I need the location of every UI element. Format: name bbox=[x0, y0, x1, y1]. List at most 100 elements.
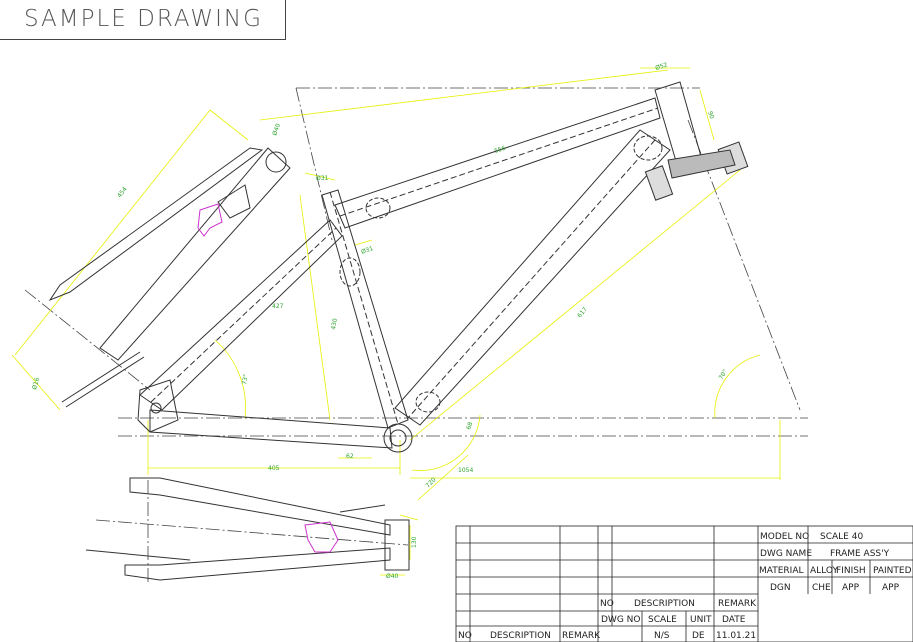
dim-seat-tube bbox=[299, 194, 331, 421]
rear-bridge bbox=[339, 504, 386, 513]
title-block: MODEL NO SCALE 40 DWG NAME FRAME ASS'Y M… bbox=[458, 532, 912, 641]
dwg-no-label: DWG NO bbox=[601, 615, 640, 625]
label-head-angle: 70° bbox=[718, 368, 729, 381]
label-down-tube-len: 617 bbox=[576, 306, 589, 319]
frame-outline bbox=[137, 81, 749, 453]
seat-tube bbox=[321, 189, 409, 429]
label-head-tube-len: 90 bbox=[706, 110, 715, 120]
seat-stay-inner bbox=[150, 227, 337, 403]
finish-value: PAINTED bbox=[873, 566, 912, 576]
dim-stay-end bbox=[11, 354, 61, 411]
bb-arc bbox=[411, 414, 481, 471]
scale-label: SCALE bbox=[648, 615, 677, 625]
dwg-name-value: FRAME ASS'Y bbox=[830, 549, 890, 559]
title-block-grid bbox=[455, 525, 913, 642]
unit-value: DE bbox=[692, 631, 705, 641]
dropout-axle bbox=[150, 402, 162, 414]
top-tube bbox=[334, 97, 661, 229]
material-label: MATERIAL bbox=[759, 566, 804, 576]
stay-assembly bbox=[48, 147, 291, 408]
stay-arm-left bbox=[48, 147, 264, 302]
label-rear-len: 427 bbox=[272, 303, 284, 310]
model-no-label: MODEL NO bbox=[760, 532, 809, 542]
finish-label: FINISH bbox=[836, 566, 866, 576]
seat-stay bbox=[139, 219, 343, 411]
seat-lug bbox=[339, 257, 361, 287]
down-tube bbox=[394, 129, 671, 426]
label-seat-angle: 73° bbox=[241, 374, 250, 386]
description-label-bottom: DESCRIPTION bbox=[490, 631, 551, 641]
stay-axle-2 bbox=[65, 356, 145, 408]
dim-head-len bbox=[699, 89, 715, 141]
centerlines bbox=[24, 87, 808, 585]
date-value: 11.01.21 bbox=[716, 631, 756, 641]
stay-brake-mount bbox=[197, 203, 223, 237]
che-label: CHE bbox=[812, 583, 831, 593]
bb-lug bbox=[415, 391, 441, 413]
top-tube-inner bbox=[339, 107, 659, 217]
label-bb-offset: 62 bbox=[346, 453, 354, 460]
label-stay-len: 454 bbox=[116, 186, 129, 199]
label-stay-dia: Ø16 bbox=[31, 377, 41, 391]
label-stay-small: Ø40 bbox=[386, 573, 399, 580]
headset-lower bbox=[644, 165, 674, 201]
label-seat-tube-len: 430 bbox=[330, 318, 339, 331]
scale-value: N/S bbox=[654, 631, 670, 641]
label-top-tube-len: 556 bbox=[494, 145, 507, 155]
title-block-border bbox=[455, 525, 913, 642]
head-cluster bbox=[633, 135, 663, 161]
model-no-value: SCALE 40 bbox=[820, 532, 863, 542]
drawing-title: SAMPLE DRAWING bbox=[24, 6, 263, 32]
seat-tube-inner bbox=[329, 191, 399, 425]
stay-bridge bbox=[217, 184, 251, 219]
headset-bridge bbox=[667, 149, 736, 179]
seat-angle-arc bbox=[214, 339, 246, 419]
down-tube-inner bbox=[407, 139, 656, 419]
dim-seat-top bbox=[304, 172, 336, 181]
rear-axle bbox=[85, 549, 191, 561]
rear-lower-stay bbox=[124, 547, 391, 581]
head-tube bbox=[654, 81, 703, 169]
label-stay-width: 130 bbox=[411, 536, 418, 548]
dim-stay-end-2 bbox=[209, 109, 249, 141]
bottom-bracket bbox=[383, 423, 413, 453]
rear-upper-stay bbox=[129, 477, 391, 536]
app-label-1: APP bbox=[842, 583, 860, 593]
dim-stay bbox=[14, 109, 211, 356]
dim-lug bbox=[354, 239, 373, 246]
dwg-name-label: DWG NAME bbox=[760, 549, 812, 559]
remark-label: REMARK bbox=[718, 599, 757, 609]
rear-axis bbox=[95, 519, 409, 546]
stay-arm-right bbox=[99, 147, 291, 361]
date-label: DATE bbox=[722, 615, 746, 625]
app-label-2: APP bbox=[882, 583, 900, 593]
label-seat-cluster-dia: Ø40 bbox=[271, 123, 282, 137]
unit-label: UNIT bbox=[690, 615, 712, 625]
label-seat-tube-lug: Ø31 bbox=[360, 245, 374, 256]
material-value: ALLOY bbox=[810, 566, 838, 576]
bottom-bracket-inner bbox=[389, 429, 407, 447]
label-seat-tube-top: Ø31 bbox=[316, 175, 329, 182]
no-label-bottom: NO bbox=[458, 631, 472, 641]
description-label: DESCRIPTION bbox=[634, 599, 695, 609]
rear-triangle bbox=[85, 477, 410, 581]
chainstay bbox=[149, 409, 393, 449]
stay-axis bbox=[24, 289, 151, 391]
dim-top-tube bbox=[259, 69, 669, 121]
label-chainstay-len: 405 bbox=[268, 465, 280, 472]
dgn-label: DGN bbox=[770, 583, 791, 593]
label-rear-span: 1054 bbox=[458, 467, 473, 474]
label-head-tube-dia: Ø52 bbox=[655, 62, 669, 72]
seat-cluster bbox=[365, 197, 391, 219]
seat-tube-reference bbox=[295, 87, 333, 241]
dim-wheelbase bbox=[417, 454, 469, 501]
dim-down-tube bbox=[409, 169, 741, 441]
no-label: NO bbox=[600, 599, 614, 609]
rear-bb-shell bbox=[384, 519, 410, 571]
head-angle-arc bbox=[714, 354, 761, 419]
rear-brake-mount bbox=[304, 521, 339, 553]
stay-eye bbox=[265, 151, 287, 173]
label-bb-width: 68 bbox=[465, 421, 474, 431]
dimension-lines bbox=[11, 67, 781, 576]
